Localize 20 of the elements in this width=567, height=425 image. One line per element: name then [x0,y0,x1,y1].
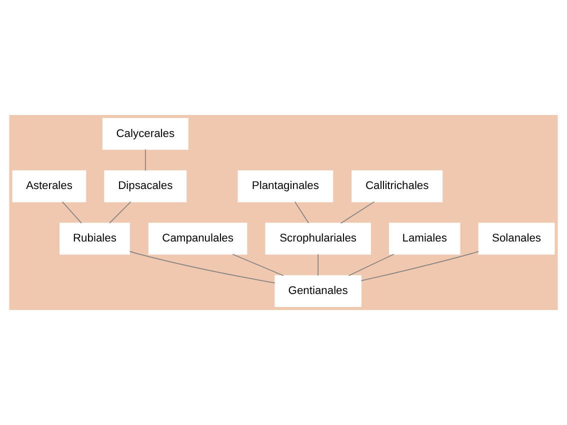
connector [340,201,375,224]
node-box: Plantaginales [238,170,334,202]
node-box: Solanales [478,222,555,255]
connector [129,251,276,284]
connector [232,254,284,276]
connector [348,254,394,276]
node-box: Lamiales [388,222,460,255]
node-box: Rubiales [60,222,130,255]
node-box: Asterales [12,170,86,202]
node-box: Scrophulariales [265,222,371,255]
connector [62,201,82,224]
node-box: Dipsacales [104,170,187,202]
node-box: Callitrichales [352,170,443,202]
connector [144,148,146,172]
node-box: Calycerales [102,118,188,150]
node-box: Gentianales [274,275,362,307]
node-box: Campanulales [148,222,248,255]
connector [109,201,132,224]
connector [294,201,309,224]
connector [360,251,480,282]
